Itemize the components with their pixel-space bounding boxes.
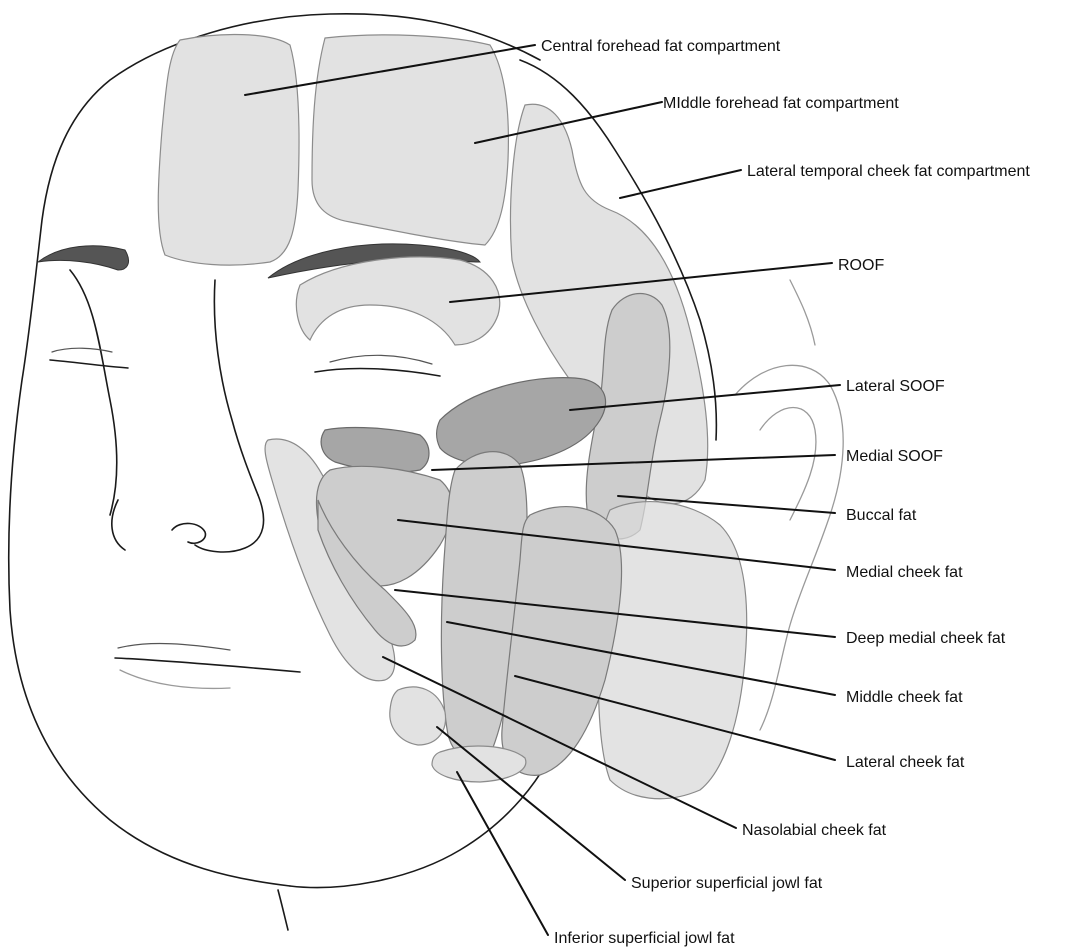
- label-deep-medial-cheek: Deep medial cheek fat: [846, 630, 1006, 647]
- left-eye: [50, 360, 128, 368]
- label-central-forehead: Central forehead fat compartment: [541, 38, 781, 55]
- ear-top-lines: [790, 280, 815, 345]
- inferior-jowl-compartment: [432, 746, 526, 782]
- right-eye-crease: [330, 355, 432, 364]
- label-lateral-cheek: Lateral cheek fat: [846, 754, 965, 771]
- left-eye-crease: [52, 348, 112, 352]
- lateral-soof-compartment: [437, 378, 606, 466]
- fat-compartments: [158, 35, 746, 799]
- nose-bridge: [214, 280, 258, 495]
- label-lateral-soof: Lateral SOOF: [846, 378, 945, 395]
- medial-soof-compartment: [321, 428, 429, 472]
- ear-outline: [735, 365, 843, 730]
- central-forehead-compartment: [158, 35, 299, 266]
- upper-lip: [115, 658, 300, 672]
- label-medial-soof: Medial SOOF: [846, 448, 943, 465]
- label-lateral-temporal-cheek: Lateral temporal cheek fat compartment: [747, 163, 1030, 180]
- superior-jowl-compartment: [390, 687, 446, 745]
- label-inferior-jowl: Inferior superficial jowl fat: [554, 930, 735, 947]
- nose-left: [112, 500, 125, 550]
- neck-line: [278, 890, 288, 930]
- ear-inner: [760, 408, 816, 521]
- right-eye: [315, 369, 440, 376]
- leader-inferior-jowl: [457, 772, 548, 935]
- leader-lateral-temporal-cheek: [620, 170, 741, 198]
- brow-nose-line: [70, 270, 117, 515]
- label-buccal: Buccal fat: [846, 507, 917, 524]
- mouth-line: [118, 644, 230, 650]
- lower-lip: [120, 670, 230, 688]
- nose-tip: [195, 495, 264, 552]
- label-roof: ROOF: [838, 257, 884, 274]
- label-middle-cheek: Middle cheek fat: [846, 689, 963, 706]
- label-superior-jowl: Superior superficial jowl fat: [631, 875, 823, 892]
- label-medial-cheek: Medial cheek fat: [846, 564, 963, 581]
- label-nasolabial-cheek: Nasolabial cheek fat: [742, 822, 887, 839]
- nostril: [172, 523, 205, 543]
- label-middle-forehead: MIddle forehead fat compartment: [663, 95, 899, 112]
- left-eyebrow: [38, 246, 129, 270]
